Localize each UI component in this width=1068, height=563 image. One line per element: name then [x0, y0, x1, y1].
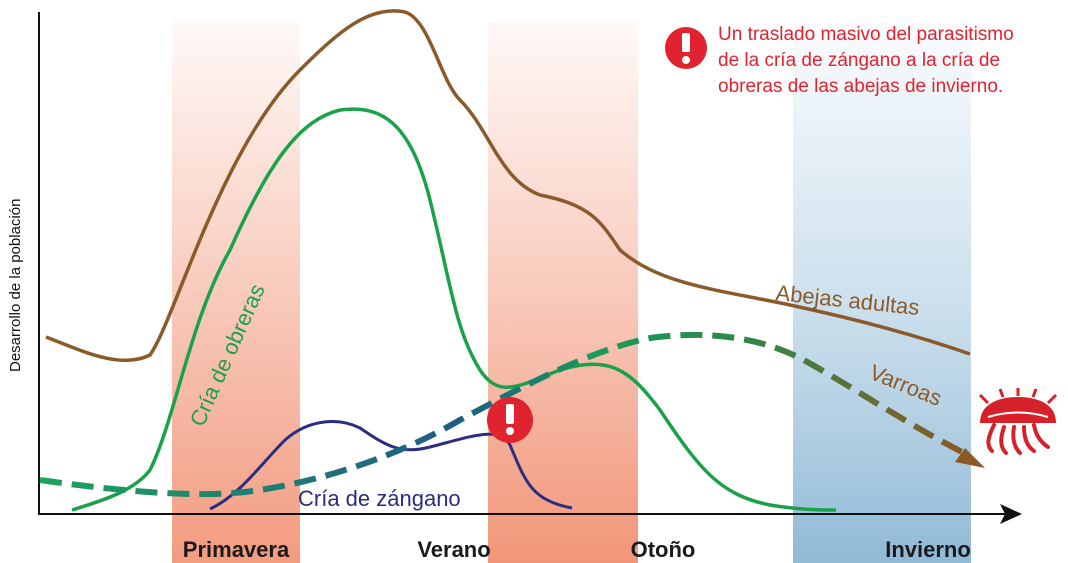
annotation-line-3: obreras de las abejas de invierno. — [718, 76, 1004, 97]
exclamation-circle-icon — [487, 397, 533, 443]
season-label-otono: Otoño — [631, 537, 696, 562]
varroas-arrowhead — [955, 448, 985, 468]
annotation-line-1: Un traslado masivo del parasitismo — [718, 24, 1014, 45]
axis-arrow-icon — [1000, 504, 1022, 524]
season-label-verano: Verano — [417, 537, 490, 562]
series-cria-zangano-line — [209, 420, 573, 511]
y-axis-label: Desarrollo de la población — [7, 199, 24, 372]
annotation-line-2: de la cría de zángano a la cría de — [718, 50, 1001, 71]
varroa-mite-icon — [978, 388, 1058, 455]
season-label-invierno: Invierno — [885, 537, 971, 562]
season-label-primavera: Primavera — [183, 537, 290, 562]
season-band-primavera — [172, 22, 300, 563]
series-varroas-line — [39, 331, 964, 498]
note-exclamation-icon — [665, 27, 707, 69]
series-label-cria-zangano: Cría de zángano — [298, 486, 461, 511]
series-abejas-adultas-line — [45, 9, 971, 363]
season-band-invierno — [793, 22, 971, 563]
annotation-note: Un traslado masivo del parasitismo de la… — [718, 22, 1058, 100]
season-band-otono — [488, 22, 638, 563]
series-cria-obreras-line — [71, 107, 837, 512]
